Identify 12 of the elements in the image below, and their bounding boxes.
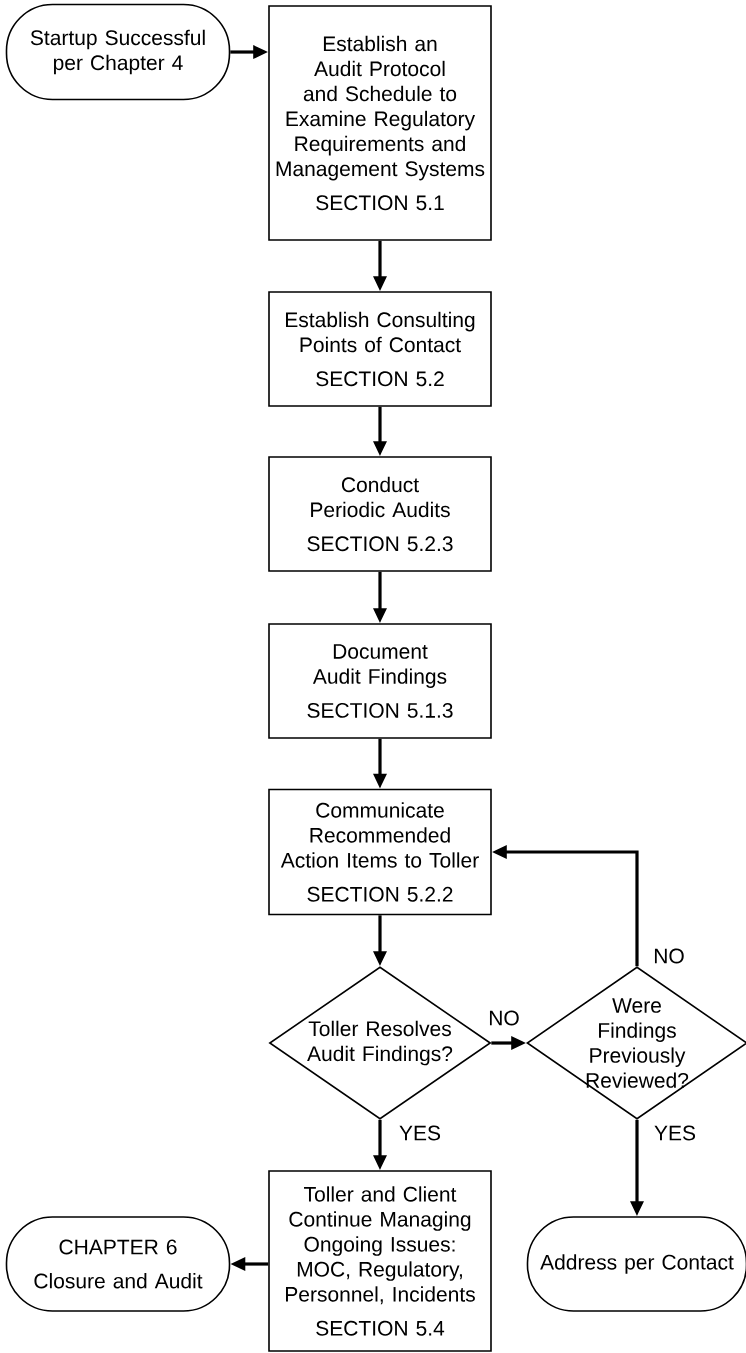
process-box: Conduct Periodic Audits SECTION 5.2.3 xyxy=(268,456,492,572)
terminal-box: CHAPTER 6 Closure and Audit xyxy=(5,1216,231,1312)
terminal-box: Startup Successful per Chapter 4 xyxy=(5,3,231,101)
terminal-box: Address per Contact xyxy=(526,1216,746,1312)
process-box: Establish an Audit Protocol and Schedule to Examine Regulatory Requirements and Management Systems SECTION 5.1 xyxy=(268,5,492,241)
edge-label: NO xyxy=(652,947,686,965)
edge-label: YES xyxy=(398,1124,442,1142)
process-box: Document Audit Findings SECTION 5.1.3 xyxy=(268,623,492,739)
process-box: Establish Consulting Points of Contact SECTION 5.2 xyxy=(268,291,492,407)
process-box: Communicate Recommended Action Items to Toller SECTION 5.2.2 xyxy=(268,788,492,916)
edge-label: YES xyxy=(653,1124,697,1142)
process-box: Toller and Client Continue Managing Ongoing Issues: MOC, Regulatory, Personnel, Incidents SECTION 5.4 xyxy=(268,1170,492,1352)
